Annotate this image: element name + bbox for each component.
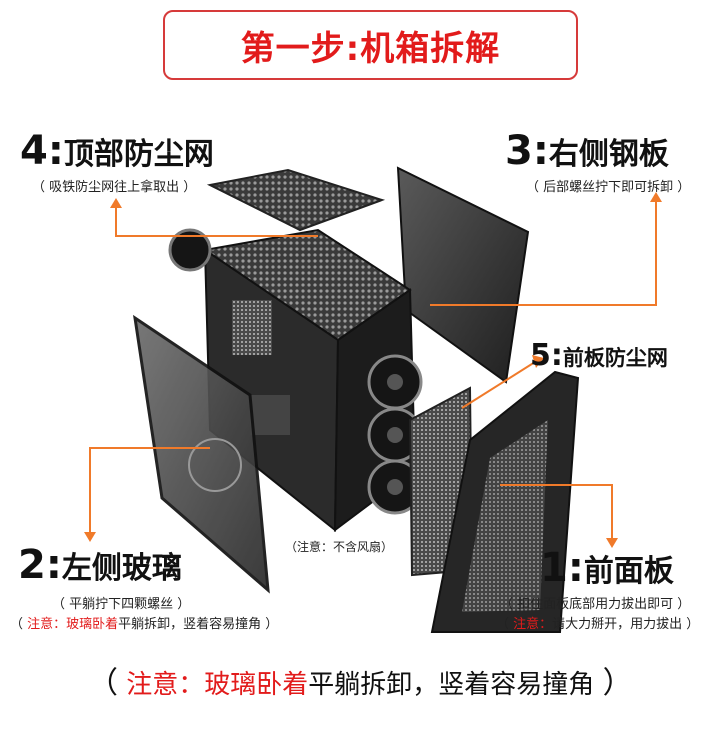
note-left-red: 注意：玻璃卧着 xyxy=(27,617,119,632)
note-left-rest: 平躺拆卸，竖着容易撞角 ） xyxy=(118,617,279,632)
chassis-body xyxy=(168,228,423,533)
note-left-glass-warning: （ 注意：玻璃卧着平躺拆卸，竖着容易撞角 ） xyxy=(10,613,278,632)
label-top-filter: 4:顶部防尘网 xyxy=(20,128,214,174)
top-dust-filter xyxy=(206,168,386,232)
label-front-panel: 1:前面板 xyxy=(540,545,674,591)
label-front-filter-name: 前板防尘网 xyxy=(562,346,668,370)
arrow-left xyxy=(89,447,210,535)
label-front-name: 前面板 xyxy=(583,554,674,589)
note-front-red: 注意： xyxy=(513,617,553,632)
left-glass-panel xyxy=(133,314,270,594)
label-front-filter: 5:前板防尘网 xyxy=(530,338,668,373)
label-right-num: 3: xyxy=(505,128,549,174)
label-left-glass: 2:左侧玻璃 xyxy=(18,542,182,588)
label-front-filter-num: 5: xyxy=(530,338,563,373)
note-left-glass: （ 平躺拧下四颗螺丝 ） xyxy=(52,597,191,612)
front-panel xyxy=(430,370,580,633)
page-title: 第一步:机箱拆解 xyxy=(240,28,501,69)
label-right-name: 右侧钢板 xyxy=(548,137,669,172)
arrow-top xyxy=(115,206,318,237)
label-left-name: 左侧玻璃 xyxy=(61,551,182,586)
note-front-open: （ xyxy=(496,617,514,632)
note-front-panel-warning: （ 注意：请大力掰开，用力拔出 ） xyxy=(496,613,699,632)
label-right-panel: 3:右侧钢板 xyxy=(505,128,669,174)
bottom-note-open: （ xyxy=(88,666,118,701)
arrows xyxy=(84,192,662,548)
label-top-num: 4: xyxy=(20,128,64,174)
title-box: 第一步:机箱拆解 xyxy=(163,10,578,80)
arrow-right xyxy=(430,200,657,306)
bottom-note-close: ） xyxy=(602,666,633,701)
arrow-front-filter xyxy=(461,361,536,409)
note-top-filter: （ 吸铁防尘网往上拿取出 ） xyxy=(32,180,197,195)
note-front-panel: （ 扣住面板底部用力拔出即可 ） xyxy=(500,597,691,612)
note-left-open: （ xyxy=(10,617,28,632)
fan-note: （注意：不含风扇） xyxy=(285,540,394,554)
bottom-note-red: 注意：玻璃卧着 xyxy=(126,670,309,700)
right-steel-panel xyxy=(396,166,530,384)
label-front-num: 1: xyxy=(540,545,584,591)
bottom-note-rest: 平躺拆卸，竖着容易撞角 xyxy=(308,670,595,700)
note-right-panel: （ 后部螺丝拧下即可拆卸 ） xyxy=(526,180,691,195)
note-front-rest: 请大力掰开，用力拔出 ） xyxy=(552,617,700,632)
label-left-num: 2: xyxy=(18,542,62,588)
arrow-front xyxy=(500,484,613,540)
bottom-note: （ 注意：玻璃卧着平躺拆卸，竖着容易撞角 ） xyxy=(88,658,633,702)
label-top-name: 顶部防尘网 xyxy=(63,137,214,172)
